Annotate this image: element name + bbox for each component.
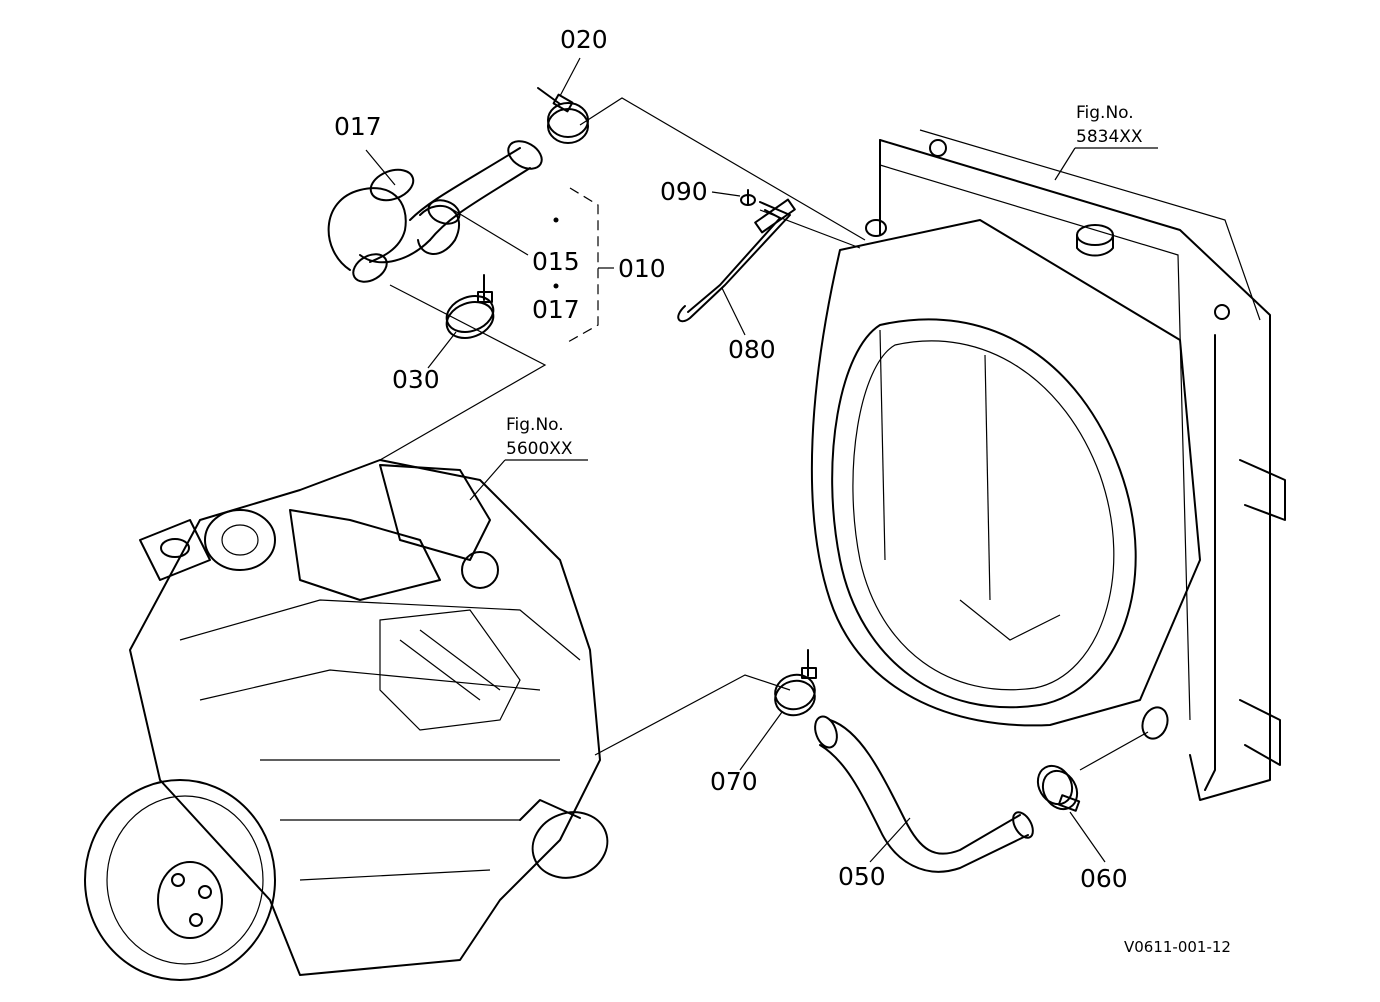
fig-ref-radiator-label: Fig.No. xyxy=(1076,103,1134,123)
label-017-lower: 017 xyxy=(532,295,580,324)
fig-ref-radiator-number: 5834XX xyxy=(1076,127,1143,147)
radiator-filler-cap[interactable] xyxy=(1076,224,1114,246)
fig-ref-engine-label: Fig.No. xyxy=(506,415,564,435)
fan-shroud xyxy=(810,219,1201,727)
clamp-070[interactable] xyxy=(739,649,819,771)
leader-050 xyxy=(869,817,911,863)
part-labels: 020 017 015 010 017 030 090 080 070 050 … xyxy=(334,25,1128,893)
figure-ref-radiator[interactable]: Fig.No. 5834XX xyxy=(1076,103,1143,147)
clamp-020[interactable] xyxy=(537,57,589,144)
label-080: 080 xyxy=(728,335,776,364)
label-017-upper: 017 xyxy=(334,112,382,141)
assembly-line-engine-lower xyxy=(594,674,791,756)
clamp-030[interactable] xyxy=(427,274,498,369)
leader-080 xyxy=(721,287,746,336)
label-090: 090 xyxy=(660,177,708,206)
lower-hose-050[interactable] xyxy=(811,714,1037,873)
label-070: 070 xyxy=(710,767,758,796)
leader-030 xyxy=(427,331,457,369)
assembly-line-lower-engine xyxy=(379,284,547,461)
clamp-060[interactable] xyxy=(1031,760,1106,863)
drawing-code: V0611-001-12 xyxy=(1124,938,1231,956)
overflow-pipe-080[interactable] xyxy=(677,198,796,336)
fig-ref-engine-number: 5600XX xyxy=(506,439,573,459)
upper-hose-assembly[interactable] xyxy=(327,136,614,343)
leader-090 xyxy=(711,191,741,197)
clamp-020-screw xyxy=(537,87,561,105)
engine-block xyxy=(129,459,601,976)
label-010: 010 xyxy=(618,254,666,283)
flywheel xyxy=(84,779,276,981)
assembly-lines xyxy=(379,97,1149,771)
radiator-mount-bracket xyxy=(1239,459,1286,521)
leader-fig-5834 xyxy=(1054,147,1076,181)
thermostat-housing xyxy=(379,464,491,561)
hose-017-bend[interactable] xyxy=(327,187,407,271)
leader-060 xyxy=(1069,811,1106,863)
label-060: 060 xyxy=(1080,864,1128,893)
assembly-line-radiator-lower xyxy=(1079,731,1149,771)
leader-015 xyxy=(449,207,529,256)
radiator-assembly[interactable] xyxy=(810,129,1286,801)
hose-015-end xyxy=(352,253,388,283)
label-050: 050 xyxy=(838,862,886,891)
engine-assembly[interactable] xyxy=(84,459,617,981)
figure-ref-engine[interactable]: Fig.No. 5600XX xyxy=(506,415,573,459)
turbocharger xyxy=(204,509,276,571)
leader-fig-5600 xyxy=(469,459,506,501)
label-020: 020 xyxy=(560,25,608,54)
hose-015-upper-end xyxy=(507,140,543,170)
fan-shroud-opening xyxy=(831,318,1137,709)
screw-090[interactable] xyxy=(711,189,756,206)
leader-070 xyxy=(739,711,783,771)
hose-017-end xyxy=(369,168,415,202)
label-030: 030 xyxy=(392,365,440,394)
assembly-bracket-010 xyxy=(567,187,599,343)
leader-020 xyxy=(559,57,581,97)
label-015: 015 xyxy=(532,247,580,276)
leader-017a xyxy=(365,149,396,186)
assembly-line-upper-hose xyxy=(579,97,866,241)
oil-filter xyxy=(531,811,609,879)
